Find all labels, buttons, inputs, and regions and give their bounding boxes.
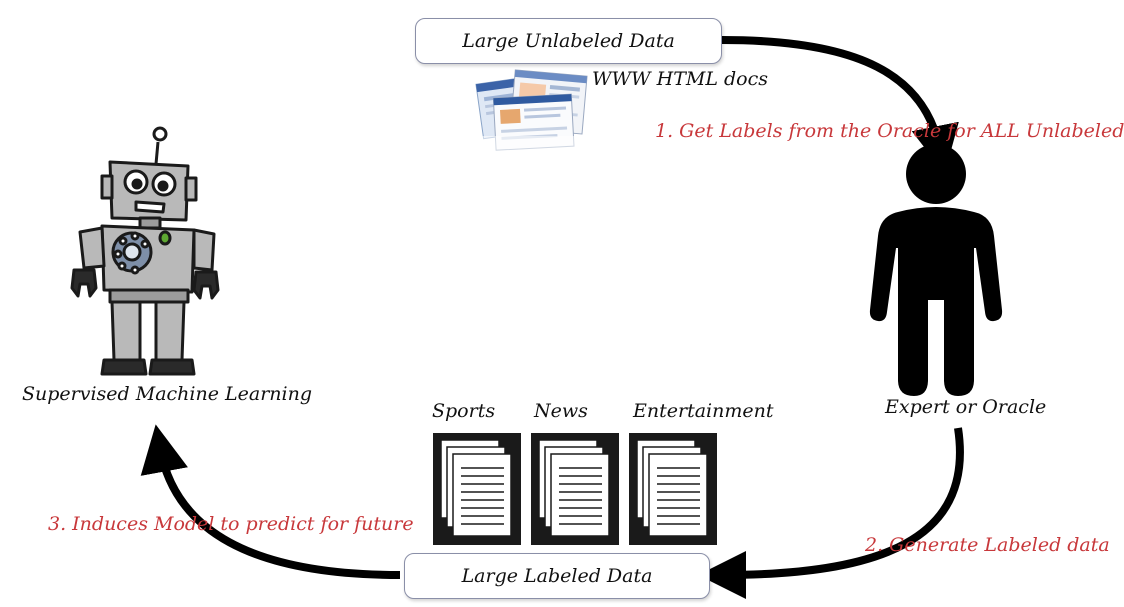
category-news-label: News [534, 400, 588, 422]
step3-label: 3. Induces Model to predict for future [48, 513, 414, 535]
step1-label: 1. Get Labels from the Oracle for ALL Un… [655, 120, 1124, 142]
unlabeled-data-box: Large Unlabeled Data [415, 18, 722, 64]
oracle-person-icon [869, 144, 1003, 396]
entertainment-documents-icon [629, 433, 717, 545]
robot-icon [70, 126, 220, 376]
sports-documents-icon [433, 433, 521, 545]
arrow-oracle-to-labeled [698, 427, 964, 599]
news-documents-icon [531, 433, 619, 545]
labeled-data-label: Large Labeled Data [461, 565, 653, 587]
web-docs-image [472, 69, 602, 152]
arrow-unlabeled-to-oracle [721, 36, 959, 174]
category-sports-label: Sports [432, 400, 496, 422]
oracle-label: Expert or Oracle [885, 396, 1047, 418]
labeled-data-box: Large Labeled Data [404, 553, 710, 599]
step2-label: 2. Generate Labeled data [865, 534, 1110, 556]
unlabeled-data-label: Large Unlabeled Data [462, 30, 675, 52]
category-entertainment-label: Entertainment [633, 400, 774, 422]
arrow-labeled-to-learner [140, 424, 401, 579]
web-docs-label: WWW HTML docs [592, 68, 768, 90]
learner-label: Supervised Machine Learning [22, 383, 312, 405]
